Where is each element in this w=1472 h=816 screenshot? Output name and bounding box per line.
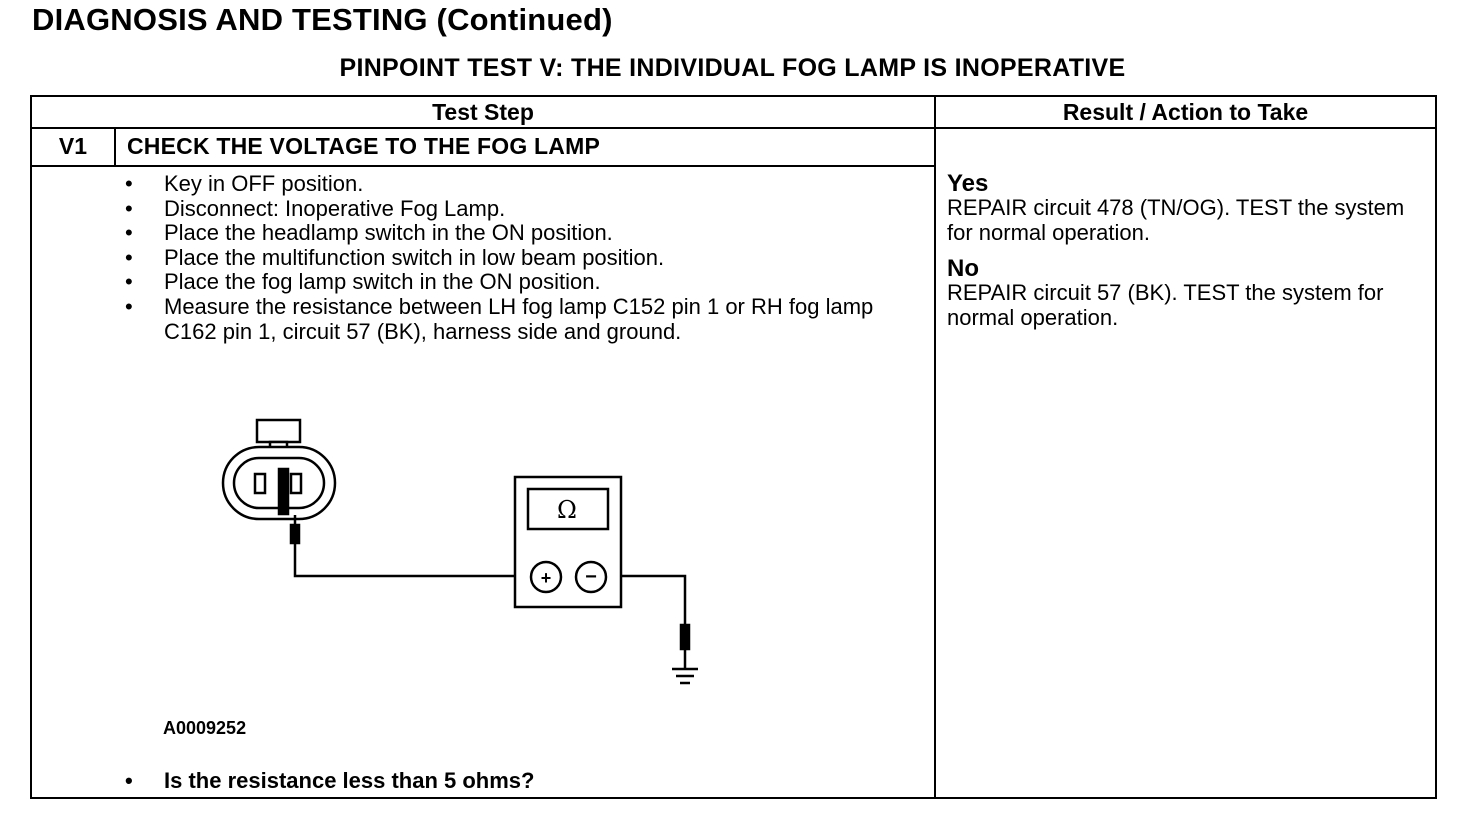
minus-terminal-label: −	[585, 566, 597, 588]
pinpoint-test-table	[30, 95, 1437, 799]
result-no-label: No	[947, 255, 979, 282]
instruction-item: Key in OFF position.	[118, 171, 928, 197]
header-test-step: Test Step	[432, 99, 534, 125]
pinpoint-test-title: PINPOINT TEST V: THE INDIVIDUAL FOG LAMP…	[339, 54, 1126, 82]
instruction-item: Place the headlamp switch in the ON posi…	[118, 221, 928, 246]
instruction-item: Place the multifunction switch in low be…	[118, 245, 928, 271]
instruction-item: Disconnect: Inoperative Fog Lamp.	[118, 196, 928, 222]
step-id-divider	[114, 127, 116, 165]
result-no-action: REPAIR circuit 57 (BK). TEST the system …	[947, 280, 1384, 330]
step-id: V1	[58, 133, 88, 159]
result-yes-label: Yes	[947, 170, 989, 197]
ground-symbol-icon	[672, 667, 698, 685]
figure-id: A0009252	[163, 718, 247, 738]
header-divider	[30, 127, 1437, 129]
ohm-symbol: Ω	[557, 496, 577, 524]
page-heading: DIAGNOSIS AND TESTING (Continued)	[32, 2, 613, 37]
column-divider	[934, 95, 936, 799]
step-title-divider	[30, 165, 935, 167]
instruction-item: Measure the resistance between LH fog la…	[118, 294, 928, 344]
plus-terminal-label: +	[541, 568, 552, 588]
step-title: CHECK THE VOLTAGE TO THE FOG LAMP	[127, 133, 600, 159]
ohmmeter-icon	[513, 475, 623, 609]
step-question: Is the resistance less than 5 ohms?	[118, 768, 534, 794]
connector-icon	[221, 418, 337, 521]
step-instructions: Key in OFF position. Disconnect: Inopera…	[118, 171, 928, 344]
instruction-item: Place the fog lamp switch in the ON posi…	[118, 270, 928, 295]
test-lead-wire	[289, 515, 691, 668]
header-result-action: Result / Action to Take	[1062, 99, 1309, 125]
result-yes-action: REPAIR circuit 478 (TN/OG). TEST the sys…	[947, 195, 1405, 245]
test-diagram: Ω + −	[221, 418, 698, 685]
